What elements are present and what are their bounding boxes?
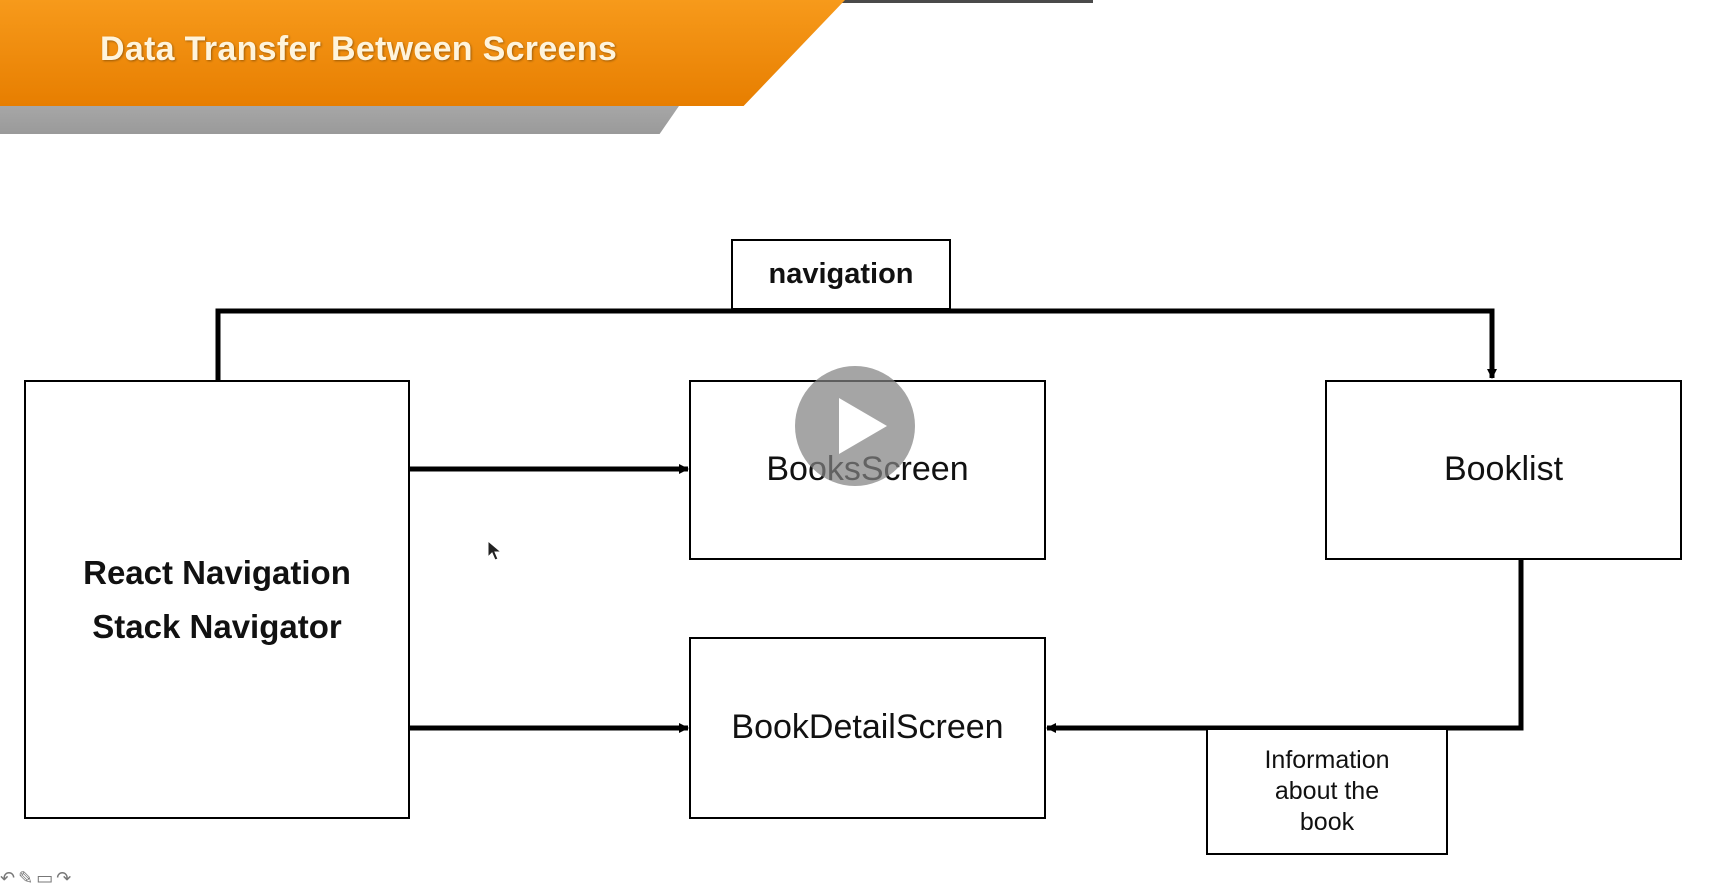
- book-information-label: Information about the book: [1264, 745, 1389, 838]
- stack-navigator-label-line2: Stack Navigator: [92, 607, 342, 645]
- booklist-box: Booklist: [1325, 380, 1682, 560]
- stack-navigator-box: React Navigation Stack Navigator: [24, 380, 410, 819]
- book-information-box: Information about the book: [1206, 728, 1448, 855]
- play-icon: [839, 398, 887, 454]
- book-detail-screen-box: BookDetailScreen: [689, 637, 1046, 819]
- pen-icon[interactable]: ✎: [18, 868, 37, 885]
- book-detail-screen-label: BookDetailScreen: [731, 708, 1004, 747]
- redo-icon[interactable]: ↷: [56, 868, 75, 885]
- top-progress-strip: [616, 0, 1093, 3]
- book-information-line1: Information: [1264, 746, 1390, 774]
- stack-navigator-label-line1: React Navigation: [83, 553, 351, 591]
- undo-icon[interactable]: ↶: [0, 868, 19, 885]
- booklist-label: Booklist: [1443, 450, 1564, 489]
- book-information-line3: book: [1299, 808, 1355, 836]
- cursor-arrow-icon: [487, 540, 503, 561]
- stack-navigator-label: React Navigation Stack Navigator: [83, 546, 351, 654]
- booklist-to-detail-connector: [1046, 560, 1524, 733]
- navigation-label-box: navigation: [731, 239, 951, 310]
- navigation-label: navigation: [768, 257, 914, 290]
- play-button[interactable]: [795, 366, 915, 486]
- book-information-line2: about the: [1274, 777, 1380, 805]
- annotation-toolbar: ↶✎▭↷: [0, 868, 150, 885]
- navigation-connector: [215, 308, 1497, 380]
- slide-title: Data Transfer Between Screens: [100, 30, 618, 68]
- screen-icon[interactable]: ▭: [36, 868, 57, 885]
- title-banner: Data Transfer Between Screens: [0, 0, 845, 106]
